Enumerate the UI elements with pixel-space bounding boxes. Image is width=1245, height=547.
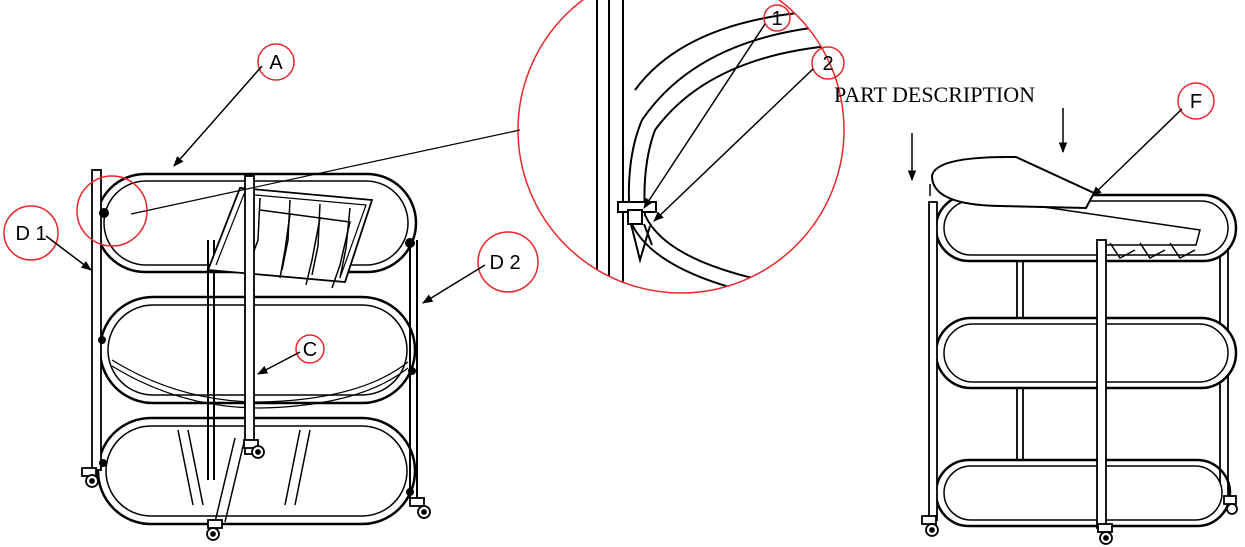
right-cart-drawing [921,155,1238,545]
detail-callout-circle [517,0,845,294]
svg-text:F: F [1190,91,1202,113]
detail-view [517,0,845,294]
svg-text:1: 1 [771,8,782,30]
part-description-heading: PART DESCRIPTION [834,82,1035,107]
detail-leader-line [130,129,521,215]
svg-text:D 1: D 1 [15,223,46,245]
callout-c: C [257,334,325,375]
callout-f: F [1091,82,1215,197]
callout-1: 1 [643,4,791,209]
svg-text:A: A [269,52,283,74]
svg-text:2: 2 [822,53,833,75]
left-cart-drawing [81,169,431,541]
callout-d2: D 2 [422,231,539,304]
callout-2: 2 [653,46,845,222]
callout-a: A [173,43,295,167]
svg-text:D 2: D 2 [489,252,520,274]
callout-d1: D 1 [3,205,92,271]
svg-text:C: C [303,339,317,361]
